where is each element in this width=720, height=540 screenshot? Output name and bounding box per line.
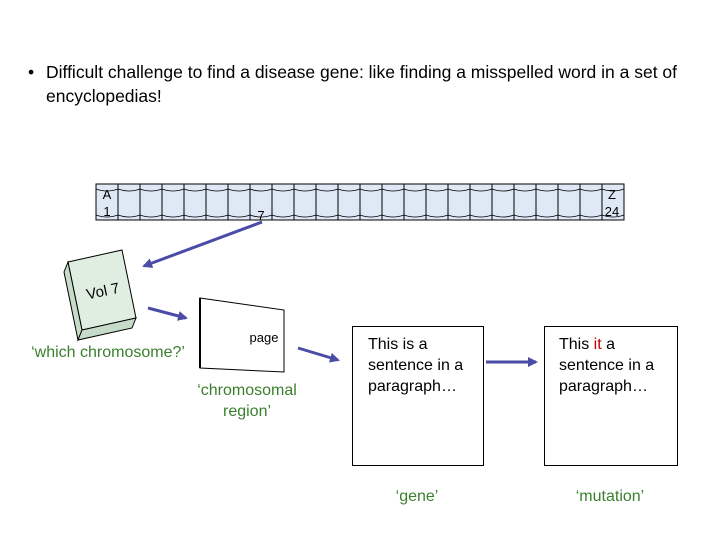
volume-band: [579, 188, 603, 192]
page-caption: ‘chromosomal region’: [197, 382, 297, 420]
encyclopedia-shelf: A 1 7 Z 24: [95, 183, 625, 223]
volume-band: [271, 188, 295, 192]
volume-band: [425, 214, 449, 218]
volume-band: [205, 188, 229, 192]
mutation-caption: ‘mutation’: [575, 488, 645, 505]
volume-band: [381, 188, 405, 192]
volume-band: [403, 188, 427, 192]
volume-band: [161, 188, 185, 192]
volume-band: [337, 214, 361, 218]
volume-band: [205, 214, 229, 218]
volume-band: [227, 214, 251, 218]
volume-band: [139, 214, 163, 218]
mutation-changed-word: it: [593, 336, 602, 353]
volume-band: [491, 214, 515, 218]
shelf-last-number: 24: [605, 204, 619, 219]
sentence-text: This is a sentence in a paragraph…: [368, 336, 464, 395]
volume-band: [491, 188, 515, 192]
arrow-page-to-sentence: [297, 346, 340, 363]
volume-spines: [95, 184, 625, 220]
volume-band: [293, 188, 317, 192]
volume-band: [381, 214, 405, 218]
volume-band: [579, 214, 603, 218]
gene-caption: ‘gene’: [395, 488, 439, 505]
book-vol7-icon: Vol 7: [63, 249, 137, 342]
volume-band: [557, 188, 581, 192]
volume-band: [293, 214, 317, 218]
volume-band: [183, 188, 207, 192]
volume-band: [183, 214, 207, 218]
mutation-box: [544, 326, 678, 466]
volume-band: [249, 214, 273, 218]
volume-band: [315, 188, 339, 192]
arrow-book-to-page: [147, 306, 188, 321]
shelf-last-letter: Z: [608, 187, 616, 202]
volume-band: [95, 214, 119, 218]
mutation-text-before: This: [559, 336, 594, 353]
volume-band: [601, 214, 625, 218]
page-label: page: [250, 330, 279, 345]
volume-band: [513, 214, 537, 218]
volume-band: [447, 188, 471, 192]
book-caption: ‘which chromosome?’: [31, 344, 185, 361]
shelf-first-number: 1: [103, 204, 110, 219]
shelf-first-letter: A: [103, 187, 112, 202]
bullet-symbol: •: [28, 62, 35, 82]
volume-band: [557, 214, 581, 218]
volume-band: [117, 214, 141, 218]
volume-band: [469, 214, 493, 218]
volume-band: [513, 188, 537, 192]
volume-band: [447, 214, 471, 218]
shelf-middle-number: 7: [257, 208, 264, 223]
volume-band: [95, 188, 119, 192]
volume-band: [315, 214, 339, 218]
volume-band: [117, 188, 141, 192]
sentence-box: [352, 326, 484, 466]
mutation-text-after: a sentence in a paragraph…: [559, 336, 655, 395]
volume-band: [249, 188, 273, 192]
volume-band: [337, 188, 361, 192]
book-spine-label: Vol 7: [85, 280, 121, 304]
volume-band: [535, 188, 559, 192]
volume-band: [601, 188, 625, 192]
page-icon: page: [199, 297, 285, 373]
volume-band: [359, 214, 383, 218]
mutation-text: This it a sentence in a paragraph…: [559, 334, 671, 397]
volume-band: [403, 214, 427, 218]
volume-band: [227, 188, 251, 192]
bullet-text: Difficult challenge to find a disease ge…: [46, 62, 678, 106]
volume-band: [535, 214, 559, 218]
volume-band: [425, 188, 449, 192]
volume-band: [271, 214, 295, 218]
volume-band: [139, 188, 163, 192]
volume-band: [359, 188, 383, 192]
volume-band: [161, 214, 185, 218]
volume-band: [469, 188, 493, 192]
arrow-volume-to-book: [142, 220, 263, 268]
